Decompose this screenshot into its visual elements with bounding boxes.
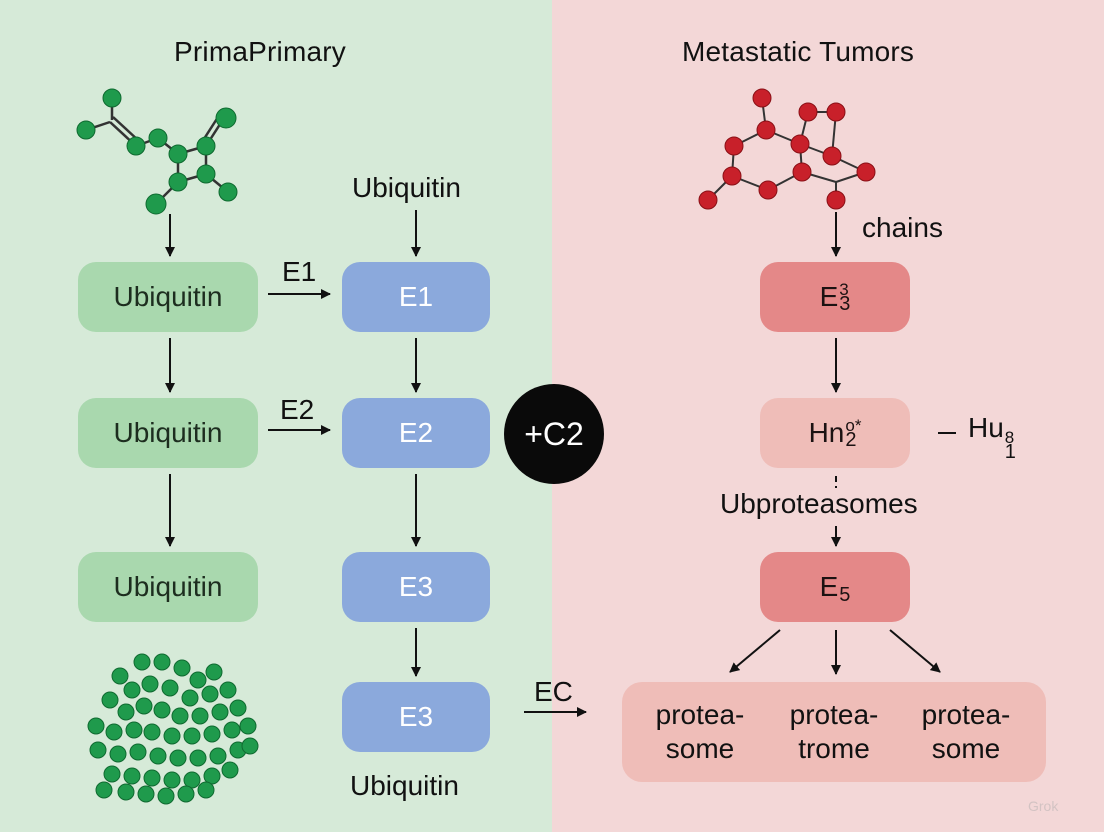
e3-box-2: E3 <box>342 682 490 752</box>
arrow <box>729 629 781 673</box>
e2-arrow-label: E2 <box>280 394 315 425</box>
ubiquitin-bottom-label: Ubiquitin <box>350 770 459 801</box>
result-item-2-line1: protea- <box>789 699 879 730</box>
ubproteasomes-label: Ubproteasomes <box>720 488 918 519</box>
watermark: Grok <box>1028 798 1059 814</box>
e5-sub: 5 <box>839 583 851 606</box>
ubiquitin-box-1: Ubiquitin <box>78 262 258 332</box>
result-item-2: protea- trome <box>774 698 894 766</box>
e3-red-sub: 3 <box>839 293 851 315</box>
e3-box: E3 <box>342 552 490 622</box>
result-item-3: protea- some <box>906 698 1026 766</box>
result-item-3-line2: some <box>931 733 1001 764</box>
result-item-1-line1: protea- <box>655 699 745 730</box>
hu-sup: 8 <box>1004 428 1015 447</box>
proteasome-result-box <box>622 682 1046 782</box>
hu-sub: 1 <box>1004 441 1016 463</box>
e1-box: E1 <box>342 262 490 332</box>
result-item-1: protea- some <box>640 698 760 766</box>
e5-base: E <box>819 571 839 602</box>
chains-label: chains <box>862 212 943 243</box>
e1-arrow-label: E1 <box>282 256 317 287</box>
result-item-3-line1: protea- <box>921 699 1011 730</box>
result-item-1-line2: some <box>665 733 735 764</box>
ubiquitin-box-3: Ubiquitin <box>78 552 258 622</box>
hn-sup: o* <box>845 416 862 435</box>
e2-box: E2 <box>342 398 490 468</box>
green-molecule-atoms <box>76 88 238 215</box>
hn-base: Hn <box>808 417 845 448</box>
e3-red-base: E <box>819 281 839 312</box>
red-molecule-atoms <box>698 88 876 210</box>
protein-cluster-icon <box>87 653 259 805</box>
e3-red-sup: 3 <box>839 280 849 299</box>
right-panel-title: Metastatic Tumors <box>682 36 915 67</box>
hn-sub: 2 <box>845 429 857 451</box>
left-panel-title: PrimaPrimary <box>174 36 346 67</box>
ubiquitin-box-2: Ubiquitin <box>78 398 258 468</box>
c2-badge: +C2 <box>504 384 604 484</box>
arrow <box>889 629 941 673</box>
ec-arrow-label: EC <box>534 676 573 707</box>
result-item-2-line2: trome <box>798 733 870 764</box>
hu-base: Hu <box>968 412 1004 443</box>
ubiquitin-top-label: Ubiquitin <box>352 172 461 203</box>
